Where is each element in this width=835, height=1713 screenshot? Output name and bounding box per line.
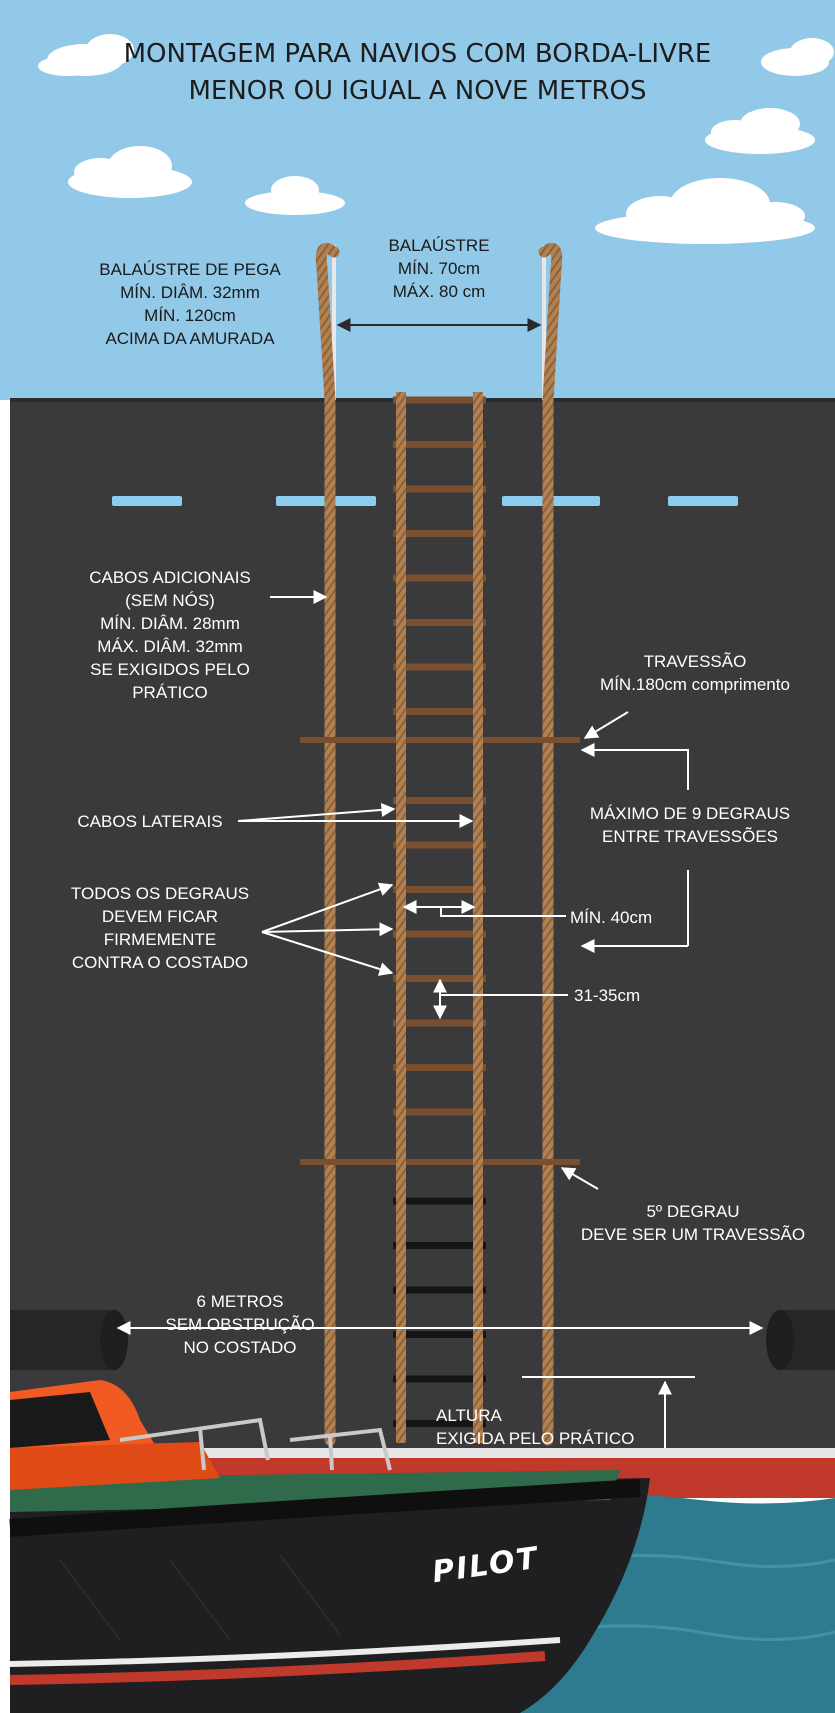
rubber-step (393, 1331, 486, 1338)
spreader-top (300, 737, 580, 743)
cloud (705, 108, 815, 154)
ladder-step (393, 663, 486, 671)
ladder-step (393, 396, 486, 404)
ladder-step (393, 1108, 486, 1116)
ship-hull (10, 398, 835, 1448)
fifth-step-label: 5º DEGRAU DEVE SER UM TRAVESSÃO (580, 1202, 806, 1244)
min-width-leader (440, 907, 566, 917)
pilot-boat (9, 1380, 650, 1713)
spreader-label: TRAVESSÃO MÍN.180cm comprimento (600, 652, 790, 694)
max-steps-label: MÁXIMO DE 9 DEGRAUS ENTRE TRAVESSÕES (589, 804, 791, 846)
boat-hull (10, 1478, 650, 1713)
ladder-step (393, 574, 486, 582)
rubber-step (393, 1420, 486, 1427)
additional-ropes-label: CABOS ADICIONAIS (SEM NÓS) MÍN. DIÂM. 28… (89, 568, 251, 702)
ladder-step (393, 886, 486, 893)
ladder-step (393, 1064, 486, 1071)
title-line-1: MONTAGEM PARA NAVIOS COM BORDA-LIVRE (123, 39, 712, 69)
min-width-label: MÍN. 40cm (570, 908, 653, 927)
fender-left (10, 1310, 114, 1370)
ladder-step (393, 1019, 486, 1027)
spreader-bottom (300, 1159, 580, 1165)
max-steps-bracket-top (580, 743, 689, 760)
porthole (668, 496, 738, 506)
steps-firm-label: TODOS OS DEGRAUS DEVEM FICAR FIRMEMENTE … (70, 884, 250, 972)
man-ropes (315, 243, 563, 1446)
boat-cabin-window (10, 1392, 110, 1448)
ladder-step (393, 708, 486, 715)
cloud (761, 38, 834, 76)
height-label: ALTURA EXIGIDA PELO PRÁTICO (436, 1406, 635, 1448)
ladder-side-ropes (396, 392, 483, 1443)
ladder-step (393, 619, 486, 626)
rubber-step (393, 1286, 486, 1294)
cloud (38, 34, 134, 76)
cloud (595, 178, 815, 244)
cloud (245, 176, 345, 215)
rubber-step (393, 1375, 486, 1383)
boat-fender-band (9, 1479, 641, 1537)
boat-white-stripe (9, 1637, 561, 1667)
fifth-step-arrow (560, 1167, 599, 1190)
clouds (38, 34, 834, 244)
firm-arrow-2 (261, 922, 394, 937)
step-spacing-label: 31-35cm (574, 986, 641, 1005)
ladder-step (393, 530, 486, 537)
ladder-step (393, 841, 486, 849)
side-ropes-label: CABOS LATERAIS (77, 812, 223, 831)
firm-arrow-3 (261, 931, 394, 976)
boat-cabin-lower (10, 1442, 220, 1490)
man-rope-left (315, 243, 340, 1446)
cloud (68, 146, 192, 198)
side-rope-arrow-1 (237, 802, 396, 822)
handhold-label: BALAÚSTRE DE PEGA MÍN. DIÂM. 32mm MÍN. 1… (99, 260, 281, 348)
boat-railing (119, 1417, 392, 1471)
boat-red-stripe (9, 1651, 546, 1685)
man-rope-right (538, 243, 563, 1446)
stanchions (332, 245, 546, 400)
waterline-stripe (10, 1448, 835, 1458)
ladder-step (393, 485, 486, 493)
firm-arrow-1 (261, 882, 394, 933)
rubber-step (393, 1197, 486, 1205)
stanchion-label: BALAÚSTRE MÍN. 70cm MÁX. 80 cm (388, 236, 490, 301)
ladder-step (393, 930, 486, 938)
ladder-step (393, 441, 486, 448)
title-line-2: MENOR OU IGUAL A NOVE METROS (188, 76, 647, 106)
ladder-step (393, 975, 486, 982)
clear-side-label: 6 METROS SEM OBSTRUÇÃO NO COSTADO (165, 1292, 315, 1357)
dimension-lines (116, 318, 764, 1491)
rubber-step (393, 1242, 486, 1249)
ladder-step (393, 797, 486, 804)
spreader-arrow (583, 711, 629, 739)
porthole (112, 496, 182, 506)
